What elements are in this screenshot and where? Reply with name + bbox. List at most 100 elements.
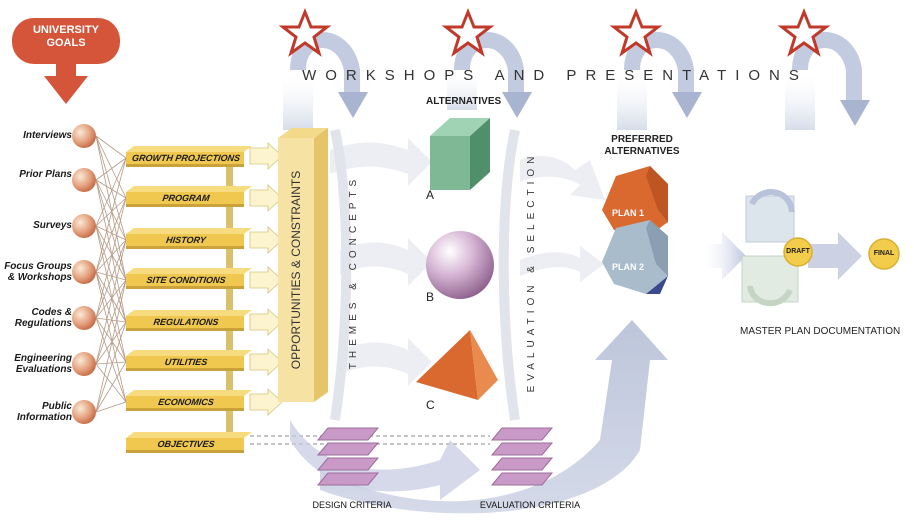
category-bar-top [126,268,252,274]
criteria-sheet [490,472,554,486]
connection-line [95,239,127,319]
star-icon [278,7,332,57]
master-plan-cycle [741,189,799,307]
workshop-feed-arrows [283,70,815,130]
category-bar-top [126,390,252,396]
connection-line [95,157,127,181]
draft-badge [783,237,813,267]
final-label: FINAL [873,250,895,257]
connection-line [95,317,127,323]
design-criteria-label: DESIGN CRITERIA [312,500,392,510]
connection-line [95,271,127,281]
connection-line [95,225,127,241]
category-bar [126,192,244,204]
category-spine [226,152,233,452]
category-bar-top [126,228,252,234]
connection-line [95,271,127,363]
connection-line [95,179,127,199]
connection-line [95,225,127,363]
connection-line [95,361,127,413]
criteria-sheet [316,442,380,456]
category-label: REGULATIONS [152,317,220,327]
workshop-stars [278,7,831,57]
criteria-sheet [316,457,380,471]
star-icon [609,7,663,57]
connection-line [95,279,127,365]
category-bar [126,152,244,164]
connection-line [95,197,127,319]
plan-1-shape [602,166,668,238]
connection-line [95,197,127,273]
plan-2-shape [602,220,668,294]
criteria-sheet [490,427,554,441]
category-bar-shadow [126,204,244,207]
plan-1-label: PLAN 1 [612,208,645,218]
category-label: GROWTH PROJECTIONS [131,153,241,163]
draft-label: DRAFT [786,248,810,255]
criteria-sheet [316,472,380,486]
alternative-b-label: B [426,290,435,304]
source-label: Engineering Evaluations [14,353,72,375]
connection-line [95,239,127,365]
source-label: Focus Groups & Workshops [4,261,72,283]
connection-line [95,135,127,241]
connection-line [95,157,127,227]
connection-line [95,135,127,281]
category-label: UTILITIES [164,357,208,367]
alternative-a-label: A [426,188,435,202]
category-bar [126,438,244,450]
connection-line [95,225,127,323]
category-label: ECONOMICS [157,397,215,407]
opportunities-pillar [278,128,328,402]
star-icon [441,7,495,57]
master-plan-label: MASTER PLAN DOCUMENTATION [740,326,901,337]
goal-badge-label: UNIVERSITY GOALS [32,24,99,49]
connection-line [95,225,127,281]
source-label: Prior Plans [19,169,72,180]
connection-line [95,363,127,403]
connection-line [95,135,127,159]
connection-line [95,279,127,319]
pillar-label: OPPORTUNITIES & CONSTRAINTS [289,171,303,369]
university-goals-badge [12,18,120,104]
category-bar-shadow [126,408,244,411]
connection-line [95,317,127,403]
category-bar-top [126,146,252,152]
criteria-sheet [490,457,554,471]
alternative-cube [430,118,490,190]
source-label: Interviews [23,130,72,141]
source-label: Public Information [17,401,72,423]
category-bar [126,356,244,368]
category-label: SITE CONDITIONS [145,275,227,285]
category-label: PROGRAM [161,193,211,203]
category-bar [126,234,244,246]
connection-line [95,179,127,241]
connection-line [95,279,127,413]
connection-line [95,239,127,273]
vertical-band-lines [330,128,520,421]
category-bar-shadow [126,368,244,371]
alternatives-title: ALTERNATIVES [426,96,502,107]
themes-label: THEMES & CONCEPTS [348,175,359,369]
category-bar-shadow [126,328,244,331]
source-node [72,306,96,330]
workshop-arrow-heads [338,92,870,126]
alternative-c-label: C [426,398,435,412]
category-bar-top [126,350,252,356]
criteria-sheet [316,427,380,441]
connection-line [95,321,127,413]
connection-line [95,179,127,323]
connector-arrows [249,142,283,416]
connection-line [95,271,127,403]
connection-line [95,401,127,413]
category-bar-top [126,186,252,192]
category-label: HISTORY [165,235,207,245]
source-label: Surveys [33,220,72,231]
category-bar-top [126,432,252,438]
category-bar-shadow [126,246,244,249]
source-node [72,168,96,192]
connection-line [95,135,127,199]
category-bar-shadow [126,450,244,453]
connection-line [95,179,127,281]
